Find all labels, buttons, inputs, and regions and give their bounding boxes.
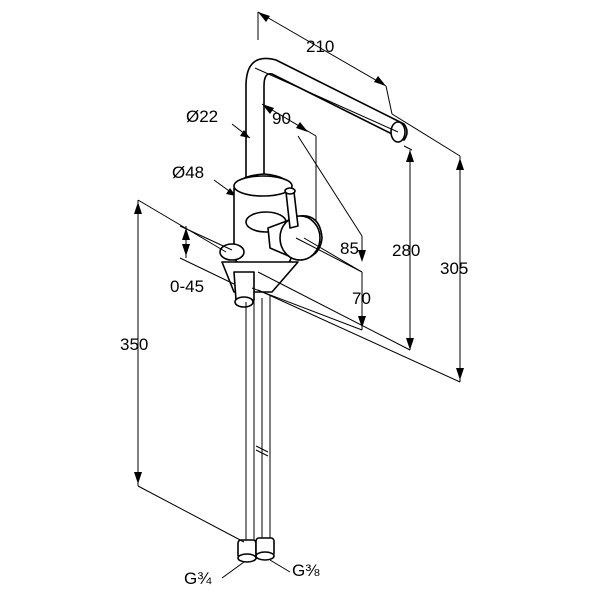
- spout: [246, 58, 407, 178]
- dimension-diameter-48: [214, 180, 236, 196]
- dimension-label-305: 305: [440, 259, 468, 278]
- thread-leaders: [222, 560, 290, 578]
- thread-label-g-three-eighths: G⅜: [292, 561, 320, 580]
- dimension-label-90: 90: [272, 109, 291, 128]
- dimension-label-70: 70: [352, 289, 371, 308]
- dimension-label-0-45: 0-45: [170, 277, 204, 296]
- dimension-label-diameter-48: Ø48: [172, 163, 204, 182]
- dimension-label-85: 85: [340, 239, 359, 258]
- dimension-label-280: 280: [392, 241, 420, 260]
- thread-label-g-three-quarter: G¾: [184, 569, 212, 588]
- supply-hoses: [246, 296, 270, 540]
- dimension-label-diameter-22: Ø22: [186, 107, 218, 126]
- dimension-label-350: 350: [120, 335, 148, 354]
- dimension-label-210: 210: [306, 37, 334, 56]
